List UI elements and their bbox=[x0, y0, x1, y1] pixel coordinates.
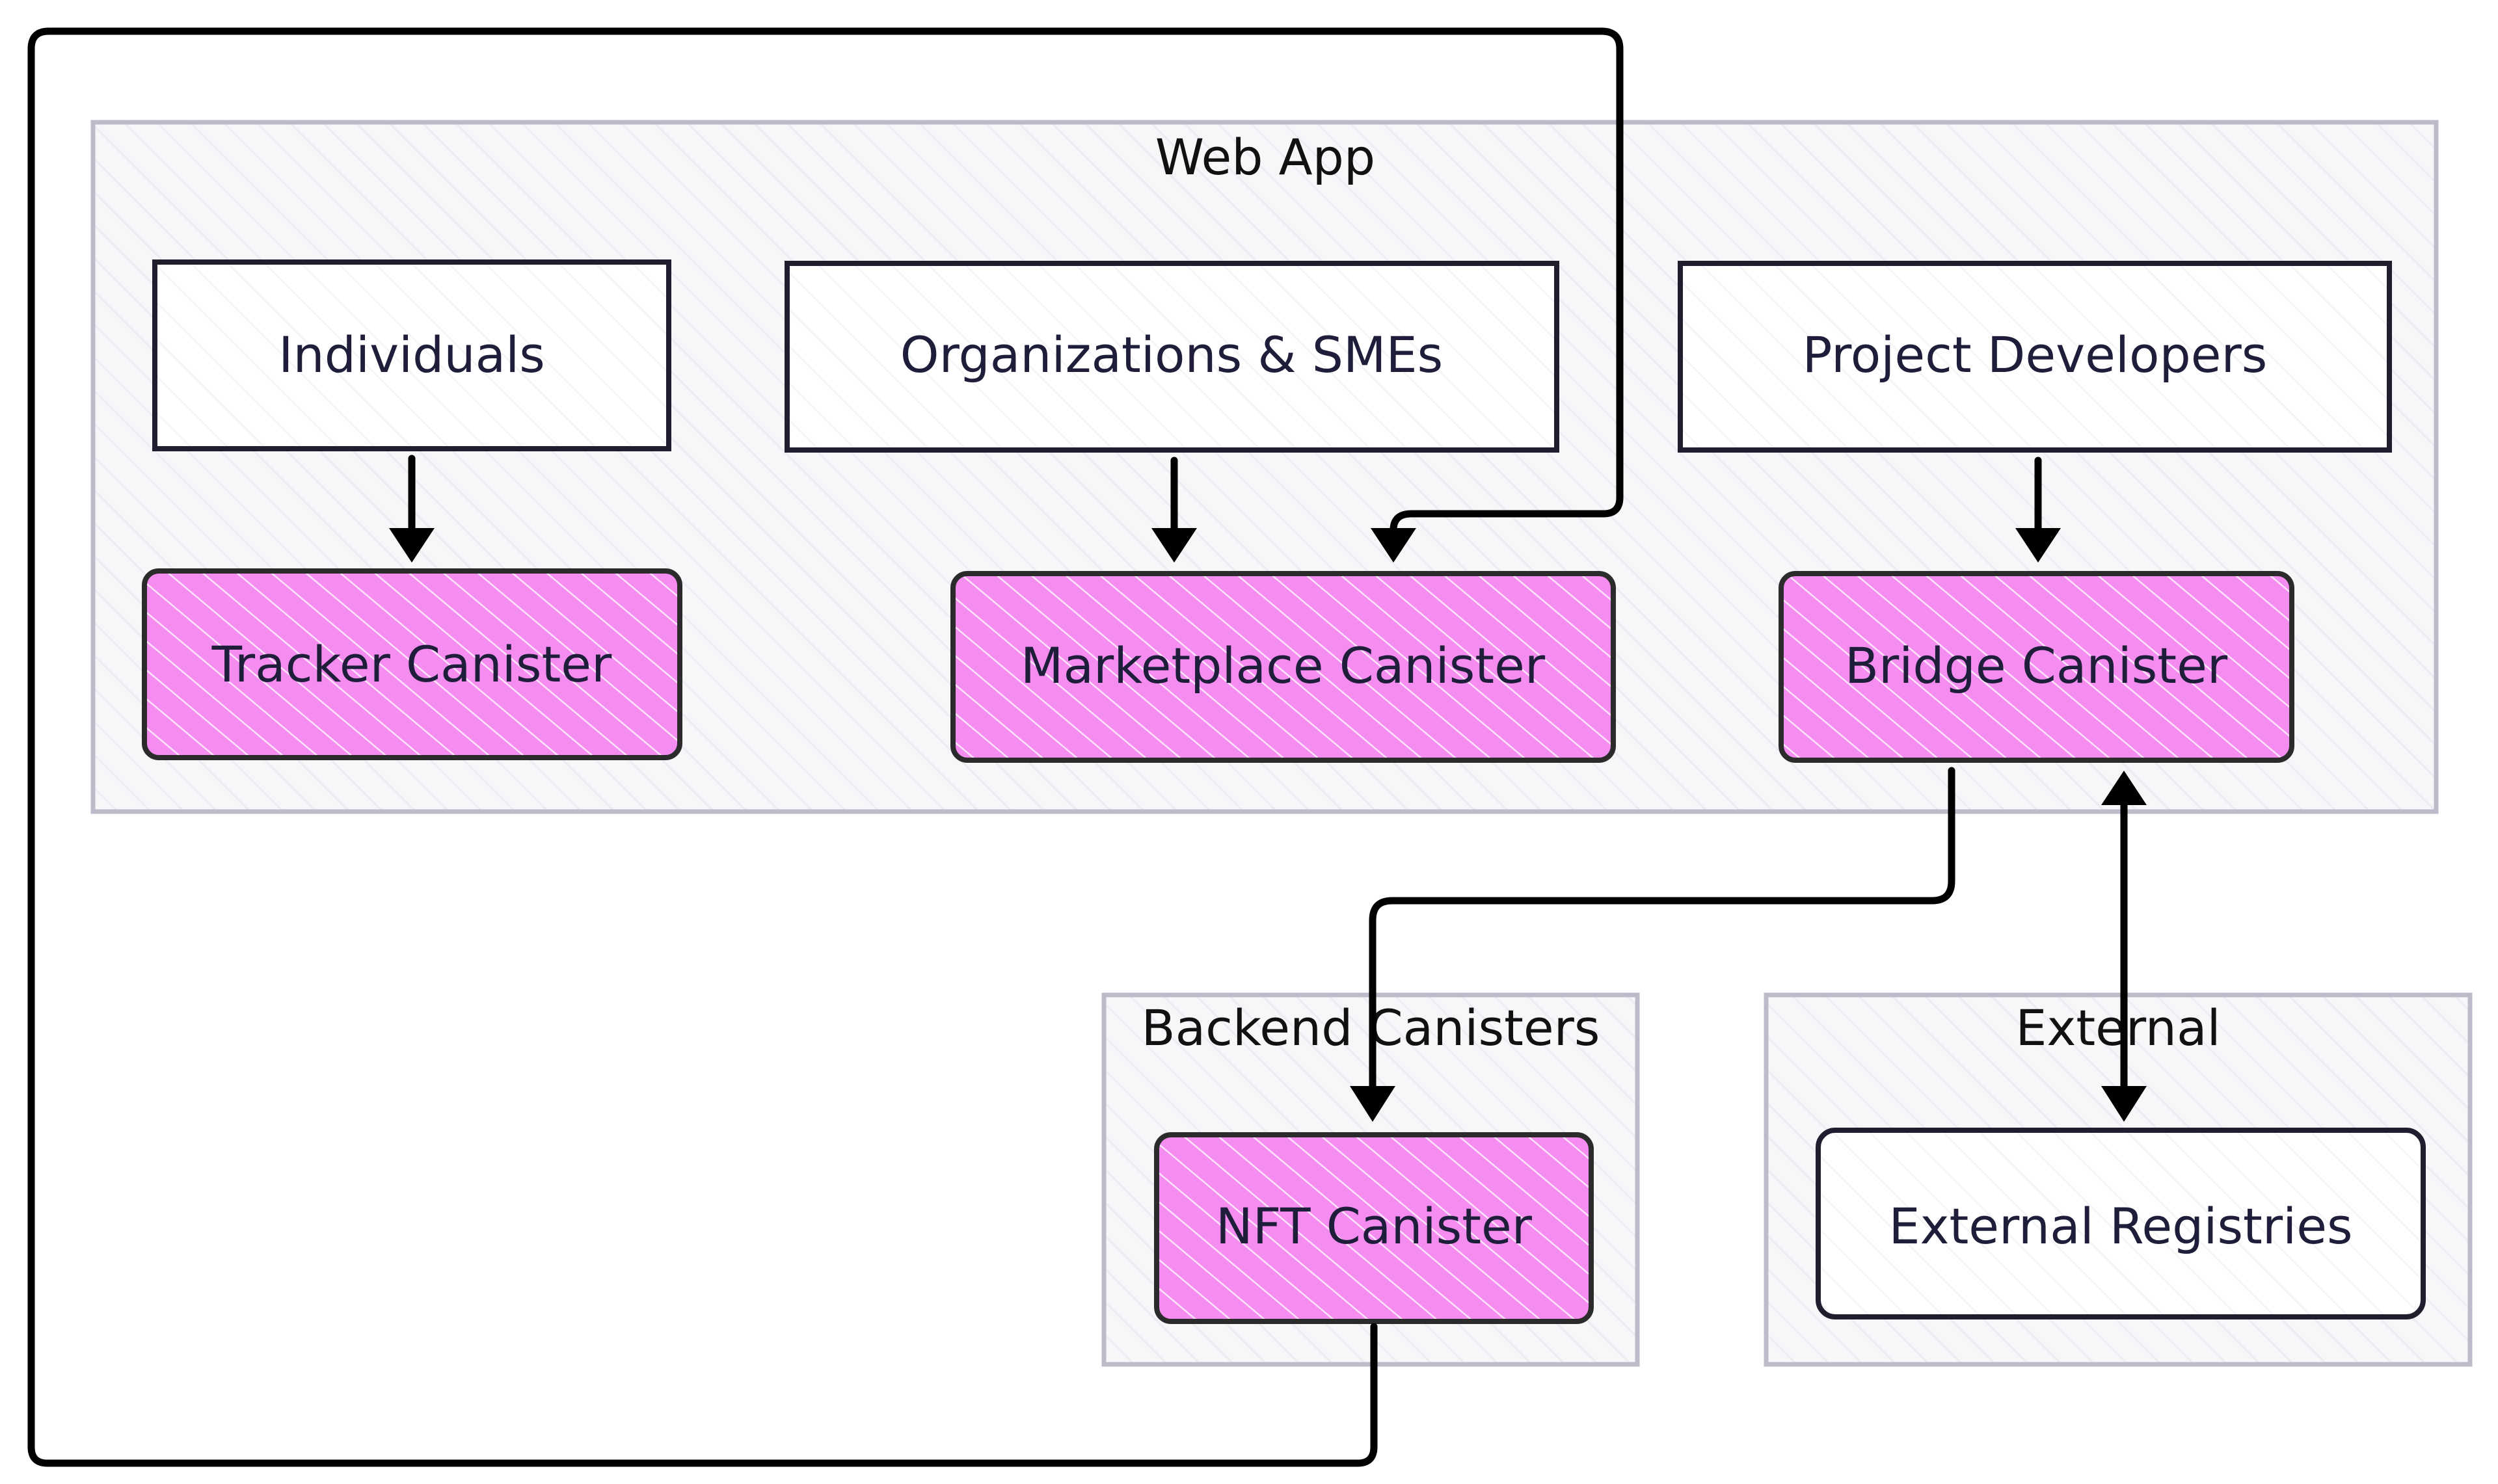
arrowhead bbox=[1151, 528, 1197, 563]
node-bridge-canister-label: Bridge Canister bbox=[1845, 637, 2228, 695]
node-external-registries: External Registries bbox=[1816, 1128, 2426, 1319]
edge-bridge-external-registries bbox=[2101, 771, 2147, 1122]
node-nft-canister: NFT Canister bbox=[1154, 1132, 1594, 1324]
node-project-developers-label: Project Developers bbox=[1803, 326, 2268, 384]
arrowhead bbox=[2015, 528, 2061, 563]
arrowhead bbox=[389, 528, 435, 563]
arrowhead bbox=[2101, 1086, 2147, 1122]
arrowhead bbox=[1371, 528, 1416, 563]
node-marketplace-canister: Marketplace Canister bbox=[950, 571, 1616, 763]
arrowhead bbox=[1350, 1086, 1395, 1122]
arrowhead bbox=[2101, 771, 2147, 805]
edge-organizations-to-marketplace bbox=[1151, 457, 1197, 563]
node-tracker-canister-label: Tracker Canister bbox=[211, 635, 612, 693]
node-marketplace-canister-label: Marketplace Canister bbox=[1021, 637, 1546, 695]
group-web-app-label: Web App bbox=[1155, 128, 1375, 186]
node-organizations-smes: Organizations & SMEs bbox=[785, 261, 1559, 453]
node-project-developers: Project Developers bbox=[1678, 261, 2392, 453]
edge-bridge-to-nft bbox=[1350, 767, 1955, 1122]
node-organizations-smes-label: Organizations & SMEs bbox=[900, 326, 1443, 384]
node-individuals-label: Individuals bbox=[278, 326, 545, 384]
node-bridge-canister: Bridge Canister bbox=[1779, 571, 2294, 763]
edge-nft-to-marketplace bbox=[27, 27, 1624, 1467]
edge-project-developers-to-bridge bbox=[2015, 457, 2061, 563]
group-external-label: External bbox=[2015, 999, 2220, 1057]
node-nft-canister-label: NFT Canister bbox=[1216, 1197, 1533, 1255]
node-individuals: Individuals bbox=[152, 259, 671, 451]
edge-individuals-to-tracker bbox=[389, 455, 435, 563]
node-external-registries-label: External Registries bbox=[1888, 1197, 2352, 1255]
node-tracker-canister: Tracker Canister bbox=[142, 568, 682, 760]
